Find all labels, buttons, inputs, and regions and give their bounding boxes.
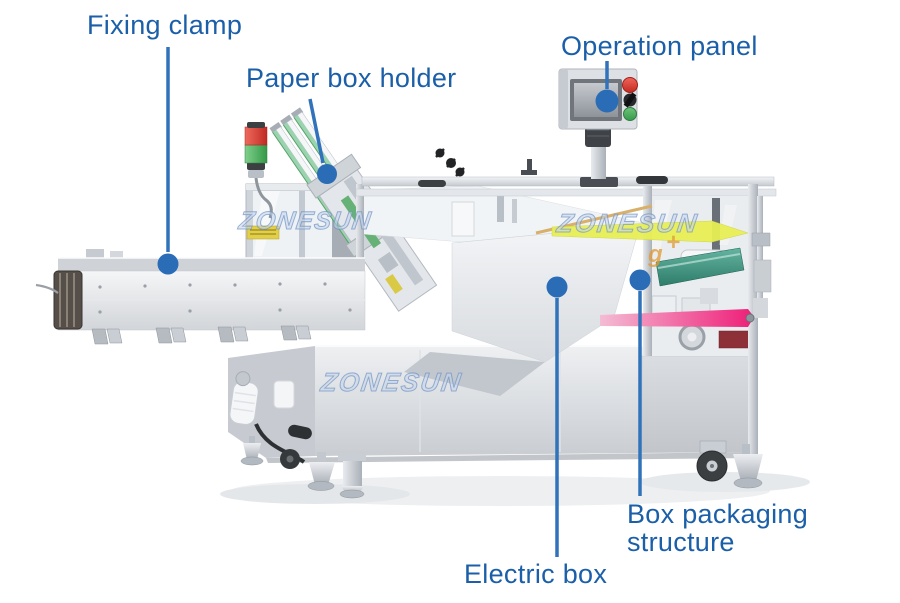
start-button bbox=[623, 107, 637, 121]
callout-line bbox=[308, 98, 325, 164]
label-operation-panel: Operation panel bbox=[561, 31, 758, 61]
callout-operation-panel bbox=[595, 61, 619, 113]
watermark-fragments: g + bbox=[647, 229, 680, 268]
emergency-stop-button bbox=[622, 77, 638, 93]
yellow-guide bbox=[535, 204, 749, 243]
frame-handle bbox=[418, 180, 446, 187]
label-electric-box: Electric box bbox=[464, 559, 608, 589]
callout-dot bbox=[317, 164, 337, 184]
selector-switch bbox=[623, 92, 637, 108]
end-roller bbox=[35, 270, 83, 330]
outfeed-conveyor bbox=[35, 249, 366, 331]
caster-wheel bbox=[696, 440, 728, 482]
label-box-packaging-structure: Box packaging structure bbox=[627, 499, 809, 558]
callout-box-packaging-structure bbox=[629, 269, 651, 496]
watermark-text: ZONESUN bbox=[554, 208, 700, 238]
flap-guides bbox=[91, 325, 312, 345]
frame-handle bbox=[636, 176, 668, 184]
leveling-feet bbox=[240, 436, 763, 499]
floor-shadow bbox=[220, 472, 810, 506]
label-fixing-clamp: Fixing clamp bbox=[87, 10, 243, 40]
svg-text:+: + bbox=[666, 229, 680, 256]
callout-dot bbox=[157, 253, 179, 275]
vacuum-pump bbox=[229, 371, 259, 425]
callout-dot bbox=[629, 269, 651, 291]
junction-box bbox=[273, 380, 295, 409]
callout-dot bbox=[546, 276, 568, 298]
callout-dot bbox=[595, 89, 619, 113]
watermark-text: ZONESUN bbox=[236, 207, 374, 235]
callout-fixing-clamp bbox=[157, 47, 179, 275]
svg-text:g: g bbox=[647, 241, 663, 268]
frame-post bbox=[643, 186, 652, 356]
top-frame bbox=[355, 159, 777, 197]
callout-paper-box-holder bbox=[308, 98, 337, 184]
signal-tower bbox=[244, 122, 273, 219]
callout-electric-box bbox=[546, 276, 568, 557]
right-side-attachment bbox=[751, 196, 772, 318]
clamp-knobs bbox=[435, 148, 465, 177]
machine-base bbox=[228, 345, 758, 463]
label-paper-box-holder: Paper box holder bbox=[246, 63, 457, 93]
cover-skirt bbox=[404, 352, 545, 396]
watermark-text: ZONESUN bbox=[318, 367, 464, 397]
